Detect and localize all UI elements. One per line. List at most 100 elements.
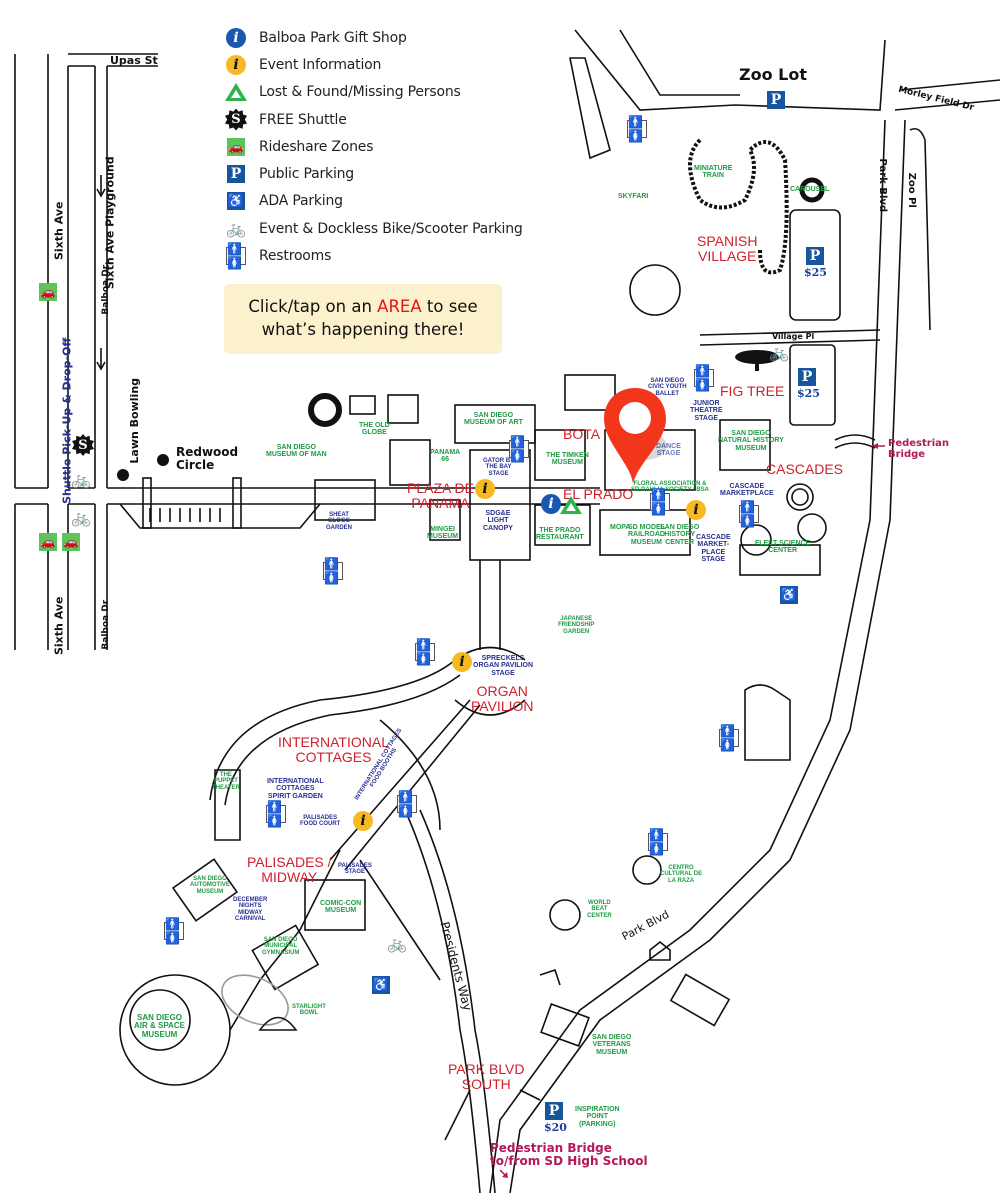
bike-parking-icon-palisades[interactable]: 🚲	[387, 936, 407, 953]
parking-icon-zoo-village[interactable]: P	[806, 247, 824, 265]
legend-label: ADA Parking	[259, 193, 343, 210]
restroom-icon: 🚹🚺	[266, 800, 286, 828]
legend-label: Event Information	[259, 56, 382, 73]
area-botanical[interactable]: BOTA	[563, 426, 601, 442]
area-palisades-midway[interactable]: PALISADES /MIDWAY	[247, 854, 332, 885]
location-pin-marker[interactable]	[601, 386, 669, 486]
lost-found-icon[interactable]	[560, 496, 582, 514]
map-legend: i Balboa Park Gift Shop i Event Informat…	[222, 24, 523, 270]
street-zoo-pl: Zoo Pl	[905, 172, 917, 208]
restroom-icon: 🚹🚺	[627, 115, 647, 143]
shuttle-icon: S	[225, 108, 247, 131]
restroom-icon: 🚹🚺	[648, 828, 668, 856]
parking-icon-fig-tree[interactable]: P	[798, 368, 816, 386]
gift-shop-icon[interactable]: i	[541, 494, 561, 514]
parking-price-zoo-village: $25	[804, 266, 827, 279]
rideshare-icon-south-1[interactable]: 🚗	[39, 533, 57, 551]
legend-item-restrooms: 🚹🚺 Restrooms	[222, 242, 523, 270]
bike-parking-icon-village[interactable]: 🚲	[769, 345, 789, 362]
instruction-callout: Click/tap on an AREA to see what’s happe…	[224, 284, 502, 354]
parking-icon-zoo-lot[interactable]: P	[767, 91, 785, 109]
venue-mopa[interactable]: MOPA	[610, 524, 631, 531]
legend-item-lost-found: Lost & Found/Missing Persons	[222, 79, 523, 106]
restroom-icon: 🚹🚺	[509, 435, 529, 463]
parking-icon-inspiration-point[interactable]: P	[545, 1102, 563, 1120]
restroom-icon: 🚹🚺	[226, 242, 246, 270]
event-info-icon-cascades[interactable]: i	[686, 500, 706, 520]
callout-text: Click/tap on an	[248, 297, 378, 316]
bike-parking-icon-2[interactable]: 🚲	[71, 510, 91, 527]
shuttle-stop-icon[interactable]: S	[72, 434, 94, 456]
restroom-icon: 🚹🚺	[397, 790, 417, 818]
event-info-icon-plaza[interactable]: i	[475, 479, 495, 499]
street-balboa-dr-south: Balboa Dr	[101, 599, 112, 650]
venue-carousel[interactable]: CAROUSEL	[790, 186, 830, 193]
legend-item-rideshare: 🚗 Rideshare Zones	[222, 133, 523, 160]
parking-icon: P	[227, 165, 245, 184]
legend-label: Restrooms	[259, 248, 332, 265]
ada-parking-icon-fleet[interactable]: ♿	[780, 586, 798, 604]
bike-parking-icon-1[interactable]: 🚲	[71, 472, 91, 489]
street-sixth-ave-south: Sixth Ave	[52, 596, 66, 656]
callout-text-line2: what’s happening there!	[261, 320, 465, 339]
rideshare-icon-north[interactable]: 🚗	[39, 283, 57, 301]
venue-skyfari[interactable]: SKYFARI	[618, 193, 649, 200]
street-village-pl: Village Pl	[772, 332, 815, 341]
ada-parking-icon-palisades[interactable]: ♿	[372, 976, 390, 994]
street-balboa-dr: Balboa Dr	[101, 264, 112, 315]
rideshare-icon-south-2[interactable]: 🚗	[62, 533, 80, 551]
restroom-icon: 🚹🚺	[739, 500, 759, 528]
event-info-icon-organ[interactable]: i	[452, 652, 472, 672]
area-cascades[interactable]: CASCADES	[766, 461, 844, 477]
legend-item-parking: P Public Parking	[222, 160, 523, 187]
venue-floral-association[interactable]: FLORAL ASSOCIATION &SD DAHLIA SOCIETY / …	[631, 481, 710, 494]
restroom-icon: 🚹🚺	[719, 724, 739, 752]
event-info-icon-palisades[interactable]: i	[353, 811, 373, 831]
area-fig-tree[interactable]: FIG TREE	[720, 383, 785, 399]
